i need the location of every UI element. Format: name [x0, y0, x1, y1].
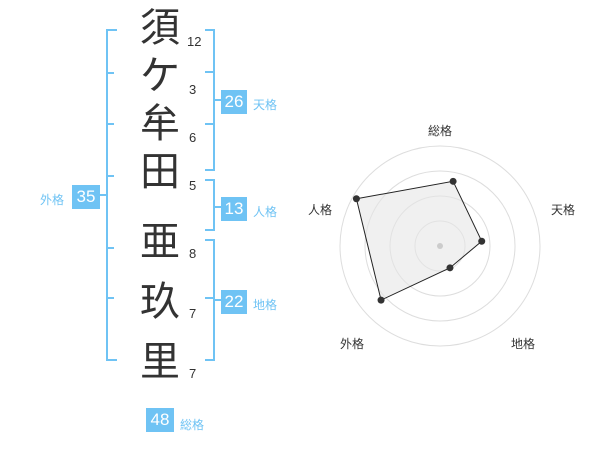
radar-center	[437, 243, 443, 249]
radar-point-4	[352, 195, 360, 203]
jinkaku-value-badge: 13	[221, 197, 247, 221]
gaikaku-value-badge: 35	[72, 185, 100, 209]
radar-label-tenkaku: 天格	[551, 203, 576, 217]
radar-label-gaikaku: 外格	[340, 337, 365, 351]
radar-polygon	[355, 180, 483, 301]
radar-label-chikaku: 地格	[511, 337, 536, 351]
stroke-count-6: 7	[189, 306, 197, 321]
stroke-count-2: 3	[189, 82, 197, 97]
name-char-6: 玖	[140, 279, 180, 325]
name-char-2: ケ	[140, 53, 180, 99]
name-char-1: 須	[140, 5, 180, 51]
soukaku-value-badge: 48	[146, 408, 174, 432]
radar-label-jinkaku: 人格	[308, 203, 333, 217]
radar-label-soukaku: 総格	[428, 124, 453, 138]
stroke-count-4: 5	[189, 178, 197, 193]
name-char-7: 里	[140, 339, 180, 385]
chikaku-label: 地格	[253, 298, 278, 312]
radar-point-1	[478, 237, 486, 245]
chikaku-value-badge: 22	[221, 290, 247, 314]
name-char-4: 田	[140, 149, 180, 195]
tenkaku-label: 天格	[253, 98, 278, 112]
name-char-5: 亜	[140, 219, 180, 265]
radar-ring	[364, 170, 516, 322]
soukaku-label: 総格	[180, 418, 205, 432]
stroke-count-3: 6	[189, 130, 197, 145]
stroke-count-1: 12	[187, 34, 202, 49]
stroke-count-5: 8	[189, 246, 197, 261]
radar-point-0	[449, 177, 457, 185]
gaikaku-label: 外格	[40, 193, 65, 207]
tenkaku-value-badge: 26	[221, 90, 247, 114]
name-char-3: 牟	[140, 101, 180, 147]
radar-point-3	[377, 296, 385, 304]
jinkaku-label: 人格	[253, 205, 278, 219]
stroke-count-7: 7	[189, 366, 197, 381]
radar-point-2	[446, 264, 454, 272]
